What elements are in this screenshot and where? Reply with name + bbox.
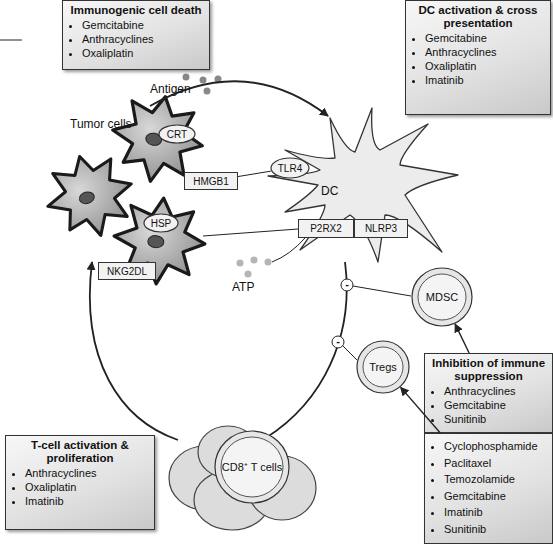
suppressor-cell: MDSC bbox=[411, 267, 473, 327]
cycle-arrow bbox=[150, 81, 328, 116]
marker-tag: HMGB1 bbox=[184, 172, 238, 190]
drug-item: Anthracyclines bbox=[425, 45, 545, 59]
drug-list: AnthracyclinesGemcitabineSunitinib bbox=[430, 384, 547, 426]
atp-dots bbox=[237, 257, 272, 278]
t-cell-cluster bbox=[169, 426, 316, 530]
inhibition-sign: - bbox=[345, 278, 349, 291]
drug-item: Cyclophosphamide bbox=[444, 438, 547, 455]
stray-line bbox=[0, 40, 22, 41]
text-label: Tumor cells bbox=[70, 118, 132, 131]
leader-line bbox=[272, 238, 305, 262]
marker-ellipse: CRT bbox=[158, 124, 196, 144]
drug-item: Gemcitabine bbox=[425, 31, 545, 45]
drug-item: Paclitaxel bbox=[444, 455, 547, 472]
cell-inner bbox=[363, 347, 403, 387]
drug-item: Gemcitabine bbox=[444, 398, 547, 412]
drug-item: Gemcitabine bbox=[444, 488, 547, 505]
cycle-arrow bbox=[232, 262, 347, 455]
drug-item: Imatinib bbox=[425, 73, 545, 87]
drug-list: GemcitabineAnthracyclinesOxaliplatin bbox=[68, 18, 204, 60]
leader-line bbox=[203, 229, 298, 236]
node-label: TLR4 bbox=[278, 163, 302, 174]
drug-item: Temozolamide bbox=[444, 471, 547, 488]
drug-item: Sunitinib bbox=[444, 412, 547, 426]
text-label: Antigen bbox=[150, 83, 191, 96]
node-shape bbox=[271, 158, 309, 178]
drug-box: Immunogenic cell deathGemcitabineAnthrac… bbox=[62, 0, 210, 70]
suppressor-cell: Tregs bbox=[356, 340, 410, 394]
box-heading: Immunogenic cell death bbox=[68, 4, 204, 17]
node-label: CRT bbox=[167, 129, 187, 140]
receptor-tag: P2RX2 bbox=[298, 219, 354, 238]
node-label: CD8⁺ T cells bbox=[222, 461, 282, 473]
drug-item: Oxaliplatin bbox=[425, 59, 545, 73]
receptor-ellipse: TLR4 bbox=[270, 157, 310, 179]
marker-ellipse: HSP bbox=[143, 213, 179, 233]
drug-item: Sunitinib bbox=[444, 521, 547, 538]
node-shape bbox=[159, 125, 195, 143]
inhibition-sign: - bbox=[336, 335, 340, 348]
node-label: MDSC bbox=[426, 291, 458, 303]
node-shape bbox=[144, 214, 178, 232]
drug-item: Anthracyclines bbox=[82, 32, 204, 46]
drug-box: T-cell activation & proliferationAnthrac… bbox=[5, 435, 155, 530]
t-cell: CD8⁺ T cells bbox=[214, 430, 290, 504]
drug-box: DC activation & cross presentationGemcit… bbox=[405, 0, 551, 115]
connector bbox=[238, 171, 271, 176]
drug-item: Anthracyclines bbox=[25, 466, 149, 480]
drug-item: Anthracyclines bbox=[444, 384, 547, 398]
receptor-tag: NLRP3 bbox=[354, 219, 408, 238]
drug-list: AnthracyclinesOxaliplatinImatinib bbox=[11, 466, 149, 508]
box-heading: T-cell activation & proliferation bbox=[11, 439, 149, 465]
connector bbox=[455, 324, 469, 353]
node-label: HMGB1 bbox=[193, 176, 229, 187]
drug-box: Inhibition of immune suppressionAnthracy… bbox=[424, 353, 553, 433]
box-heading: Inhibition of immune suppression bbox=[430, 357, 547, 383]
node-shape bbox=[357, 341, 409, 393]
drug-item: Oxaliplatin bbox=[82, 46, 204, 60]
cycle-arrow bbox=[90, 262, 178, 440]
connector bbox=[401, 387, 441, 433]
drug-list: CyclophosphamidePaclitaxelTemozolamideGe… bbox=[430, 438, 547, 537]
inhibition-line bbox=[343, 346, 357, 360]
node-label: P2RX2 bbox=[310, 223, 342, 234]
cell-inner bbox=[418, 274, 466, 320]
drug-item: Gemcitabine bbox=[82, 18, 204, 32]
node-label: Tregs bbox=[369, 361, 397, 373]
dendritic-cell bbox=[268, 108, 458, 262]
text-label: DC bbox=[321, 185, 338, 198]
drug-box: CyclophosphamidePaclitaxelTemozolamideGe… bbox=[424, 433, 553, 544]
node-shape bbox=[215, 431, 289, 503]
drug-list: GemcitabineAnthracyclinesOxaliplatinImat… bbox=[411, 31, 545, 87]
node-shape bbox=[412, 268, 472, 326]
node-label: NLRP3 bbox=[365, 223, 397, 234]
node-label: NKG2DL bbox=[107, 266, 147, 277]
marker-tag: NKG2DL bbox=[98, 262, 156, 280]
drug-item: Imatinib bbox=[25, 494, 149, 508]
inhibition-line bbox=[353, 286, 411, 296]
cell-inner bbox=[221, 437, 283, 497]
text-label: ATP bbox=[232, 281, 254, 294]
box-heading: DC activation & cross presentation bbox=[411, 4, 545, 30]
drug-item: Oxaliplatin bbox=[25, 480, 149, 494]
drug-item: Imatinib bbox=[444, 504, 547, 521]
node-label: HSP bbox=[151, 218, 172, 229]
